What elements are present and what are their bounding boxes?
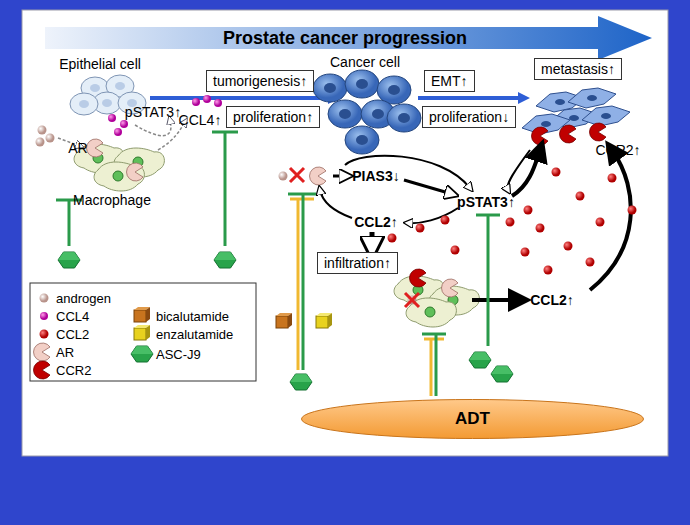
label-text: CCL2↑ (530, 292, 574, 308)
legend-text: androgen (56, 291, 111, 306)
process-box: metastasis↑ (534, 58, 622, 80)
label-text: Cancer cell (330, 54, 400, 70)
node-text: ADT (455, 409, 490, 429)
process-box: tumorigenesis↑ (206, 70, 314, 92)
node-text: proliferation↓ (429, 109, 509, 125)
process-box: proliferation↑ (226, 106, 320, 128)
node-text: metastasis↑ (541, 61, 615, 77)
legend-text: enzalutamide (156, 327, 233, 342)
legend-text: CCR2 (56, 363, 91, 378)
label-text: CCL4↑ (179, 112, 222, 128)
label-text: pSTAT3↑ (125, 104, 181, 120)
label-text: PIAS3↓ (352, 168, 399, 184)
label-text: pSTAT3↑ (457, 194, 515, 210)
process-box: infiltration↑ (317, 252, 398, 274)
node-text: proliferation↑ (233, 109, 313, 125)
node-text: EMT↑ (431, 73, 468, 89)
label-text: AR (68, 140, 87, 156)
process-box: EMT↑ (424, 70, 475, 92)
legend-text: bicalutamide (156, 309, 229, 324)
legend-text: ASC-J9 (156, 347, 201, 362)
label-text: CCL2↑ (354, 214, 398, 230)
legend-text: CCL4 (56, 309, 89, 324)
legend-text: CCL2 (56, 327, 89, 342)
legend-text: AR (56, 345, 74, 360)
label-text: Macrophage (73, 192, 151, 208)
label-text: CCR2↑ (595, 142, 640, 158)
adt-ellipse: ADT (300, 398, 645, 440)
title-text: Prostate cancer progression (223, 28, 467, 49)
process-box: proliferation↓ (422, 106, 516, 128)
node-text: infiltration↑ (324, 255, 391, 271)
label-text: Epithelial cell (59, 56, 141, 72)
node-text: tumorigenesis↑ (213, 73, 307, 89)
